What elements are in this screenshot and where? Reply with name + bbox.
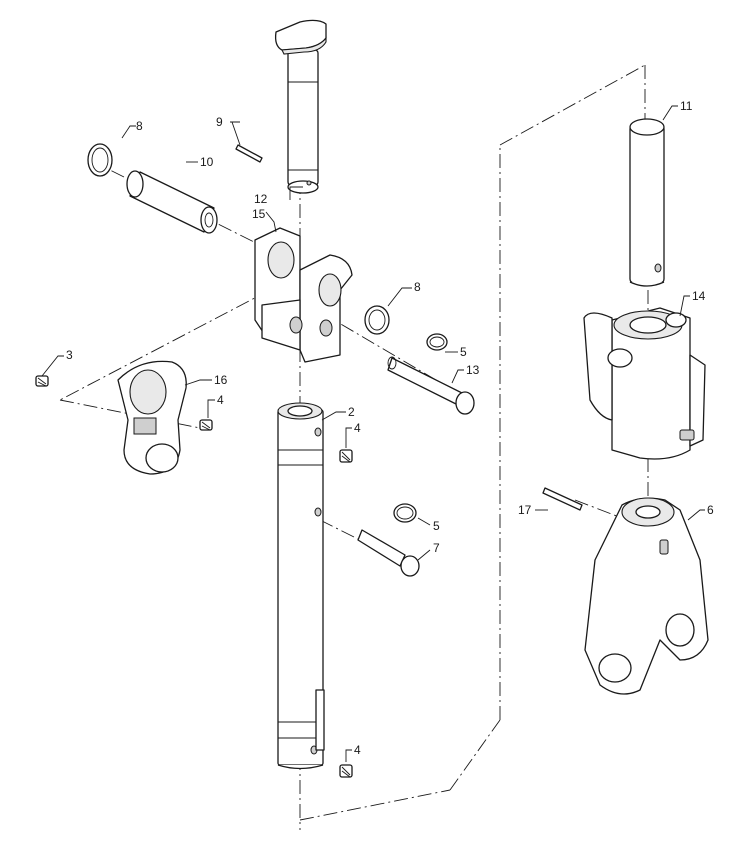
callout-10: 10 [200,155,214,169]
part-13-clevis-pin [387,356,475,415]
part-15-yoke [254,227,353,363]
part-4-grease-fitting-c [339,764,353,778]
part-8-snap-ring-left [87,143,113,177]
callout-8-right: 8 [414,280,421,294]
part-5-snap-ring-upper [426,333,448,351]
part-5-snap-ring-lower [393,503,417,523]
callout-5-lower: 5 [433,519,440,533]
callout-4-bottom: 4 [354,743,361,757]
part-3-grease-fitting [35,375,49,387]
leader-lines [41,105,705,762]
part-2-main-tube [277,402,325,770]
callout-6: 6 [707,503,714,517]
callout-14: 14 [692,289,706,303]
callout-9: 9 [216,115,223,129]
callout-4-middle: 4 [354,421,361,435]
callout-12: 12 [254,192,268,206]
part-8-snap-ring-right [364,305,390,335]
part-6-bracket [584,497,709,695]
part-10-sleeve [126,170,218,234]
callout-2: 2 [348,405,355,419]
part-11-vertical-pin [629,118,665,287]
part-9-small-pin [235,144,263,163]
callout-17: 17 [518,503,532,517]
callout-4-left: 4 [217,393,224,407]
callout-16: 16 [214,373,228,387]
callout-13: 13 [466,363,480,377]
part-4-grease-fitting-a [199,419,213,431]
callout-11: 11 [680,99,693,113]
part-14-housing [583,307,706,460]
callout-3: 3 [66,348,73,362]
part-12-handle-pin [274,19,327,194]
part-16-link-arm [117,360,187,475]
part-4-grease-fitting-b [339,449,353,463]
callout-5-upper: 5 [460,345,467,359]
part-7-pin [357,529,420,577]
callout-7: 7 [433,541,440,555]
callout-labels: 8 9 10 12 15 8 5 13 3 16 4 2 4 5 7 4 11 … [66,99,714,757]
callout-15: 15 [252,207,266,221]
callout-8-left: 8 [136,119,143,133]
part-17-small-pin [542,487,583,511]
